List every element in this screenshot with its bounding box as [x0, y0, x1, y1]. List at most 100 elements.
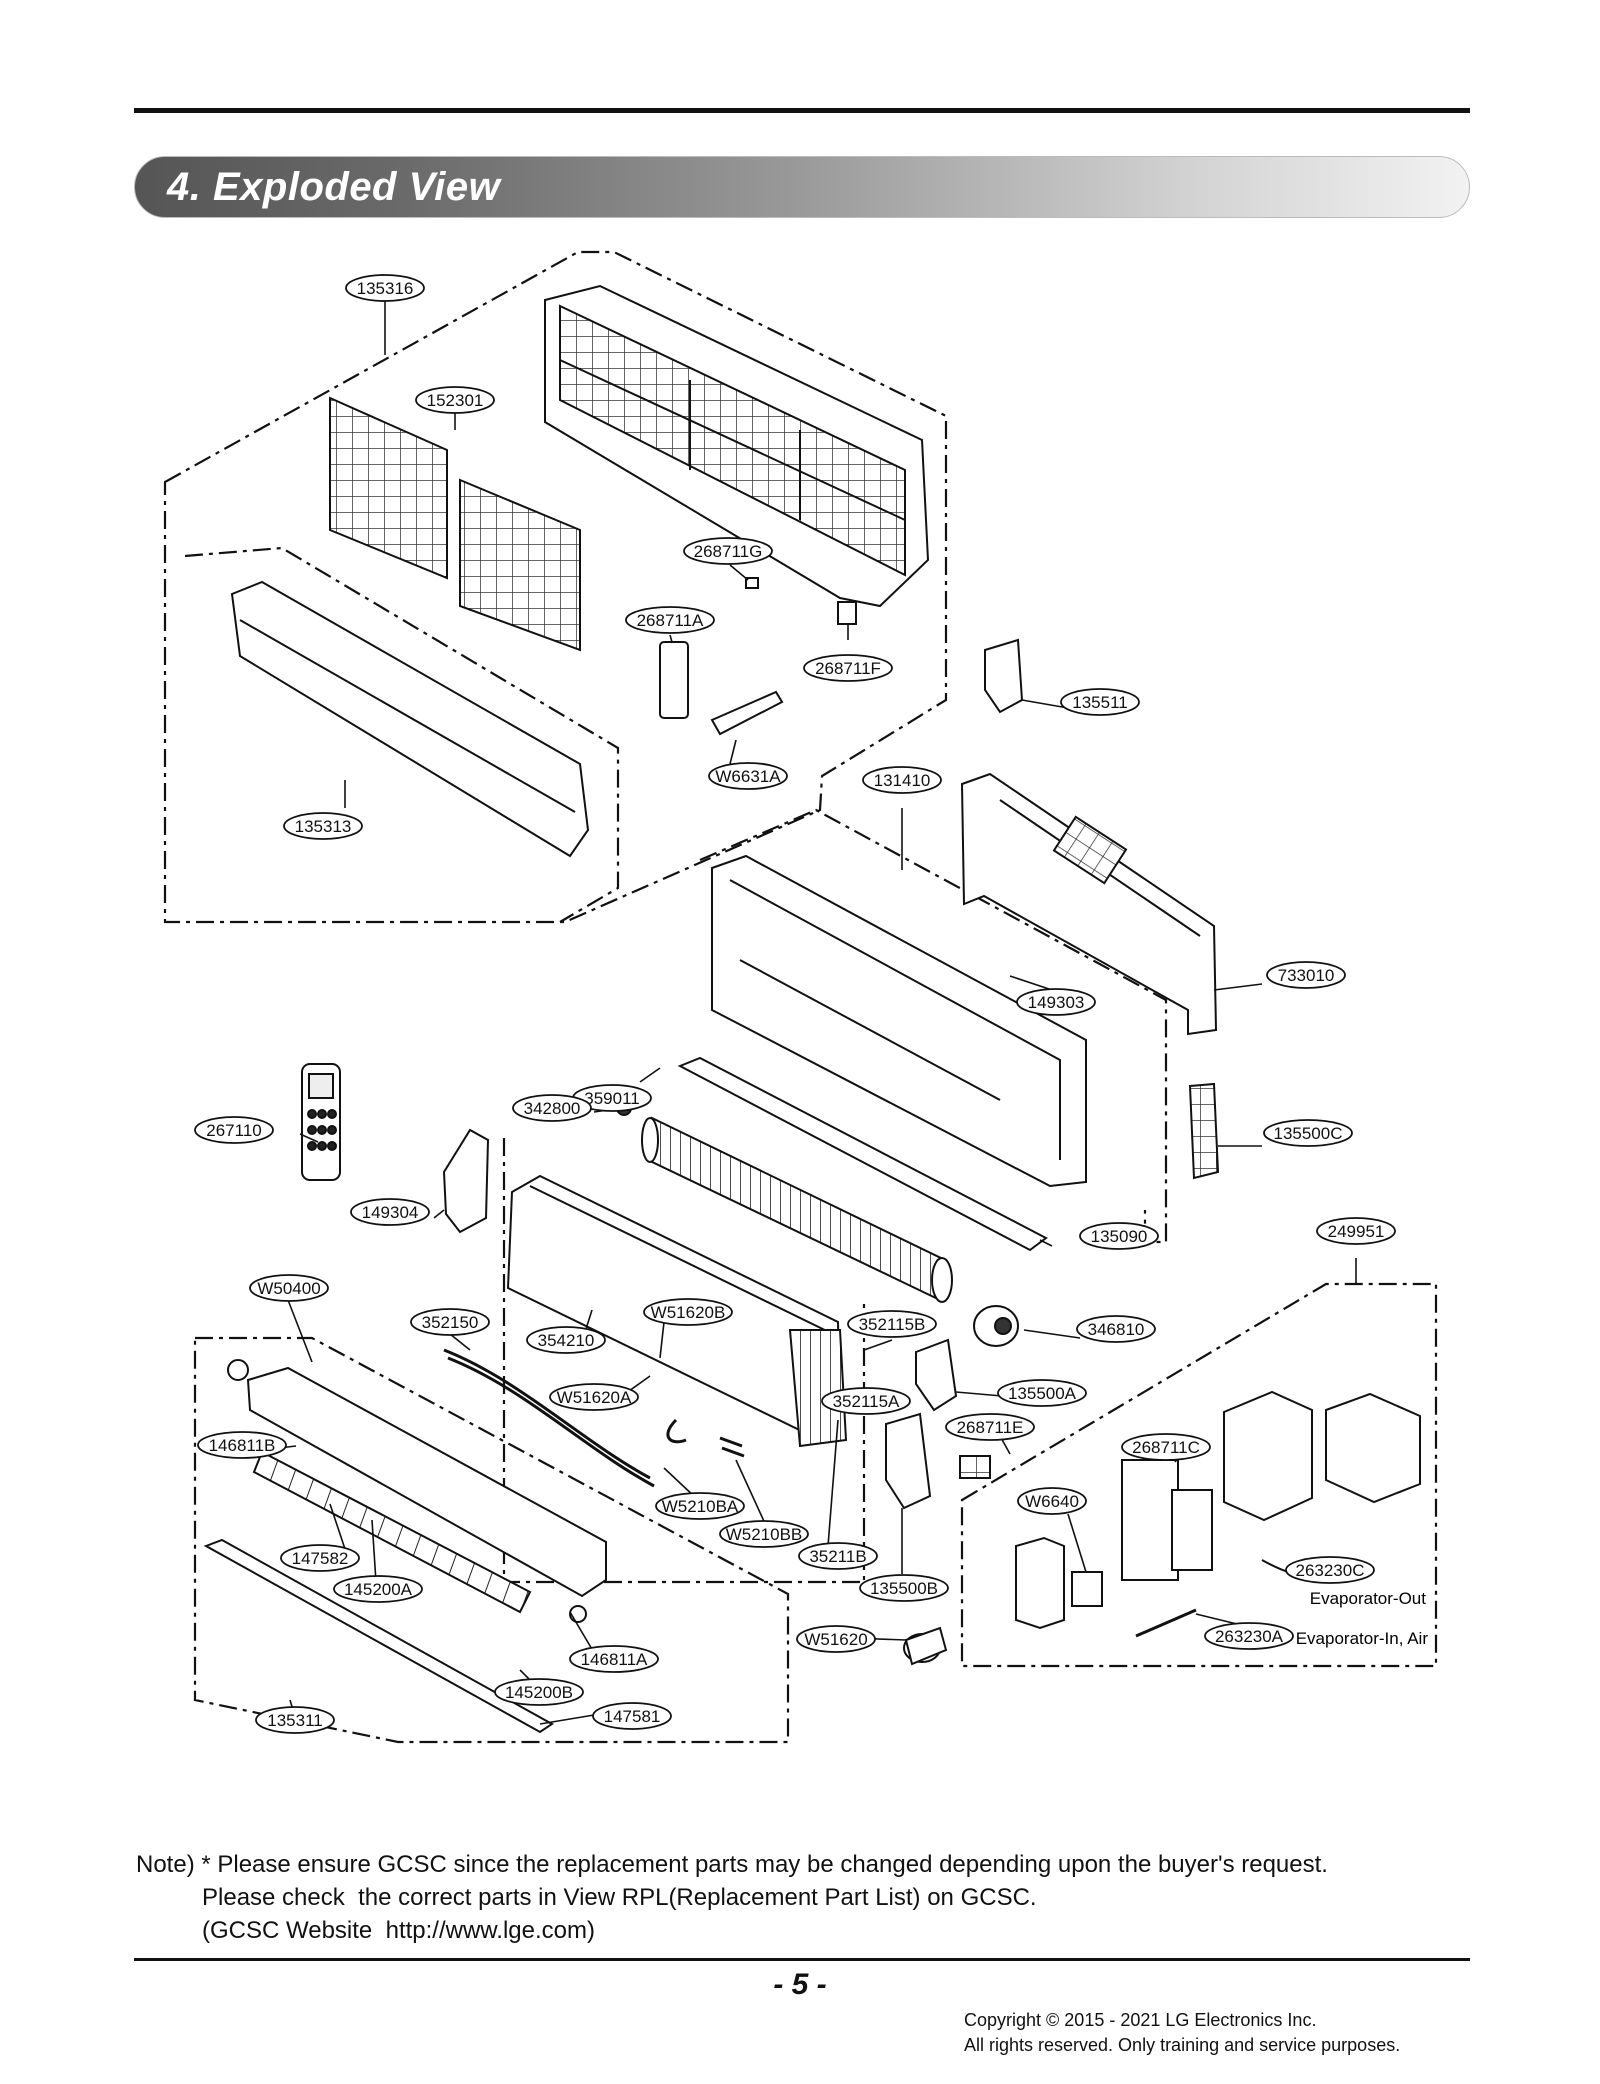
part-label: 135316 — [345, 274, 425, 302]
part-label: 249951 — [1316, 1217, 1396, 1245]
part-label: W5210BA — [655, 1492, 745, 1520]
part-label: 147582 — [280, 1544, 360, 1572]
part-label: 359011 — [572, 1084, 652, 1112]
part-label-oval — [803, 654, 893, 682]
part-label-oval — [1079, 1222, 1159, 1250]
part-label: 354210 — [526, 1326, 606, 1354]
part-label-oval — [194, 1116, 274, 1144]
part-label-oval — [1121, 1433, 1211, 1461]
part-label-oval — [526, 1326, 606, 1354]
copyright-line-1: Copyright © 2015 - 2021 LG Electronics I… — [964, 2010, 1317, 2030]
part-label-text: W5210BB — [726, 1525, 803, 1544]
part-label: 147581 — [592, 1702, 672, 1730]
chassis-drawing — [711, 854, 1087, 1188]
part-label-text: 268711F — [815, 659, 881, 678]
part-label-text: 147581 — [604, 1707, 661, 1726]
part-label-oval — [655, 1492, 745, 1520]
part-label: 268711G — [683, 537, 773, 565]
part-label-text: 268711G — [694, 542, 763, 561]
part-label: 135313 — [283, 812, 363, 840]
part-label: W6631A — [708, 762, 788, 790]
part-label-text: 268711A — [637, 611, 704, 630]
remote-control-drawing — [301, 1063, 341, 1181]
part-label-text: W6631A — [715, 767, 781, 786]
part-label: 135090 — [1079, 1222, 1159, 1250]
part-label-oval — [859, 1574, 949, 1602]
part-label-text: 35211B — [809, 1547, 866, 1566]
part-label-text: 267110 — [206, 1121, 261, 1140]
part-label-oval — [197, 1431, 287, 1459]
copyright-line-2: All rights reserved. Only training and s… — [964, 2035, 1401, 2055]
part-label-oval — [512, 1094, 592, 1122]
part-label-text: 263230A — [1215, 1627, 1284, 1646]
part-label: 149304 — [350, 1198, 430, 1226]
annotation-evaporator-out: Evaporator-Out — [1310, 1589, 1426, 1608]
group-boundary-electrical — [960, 1282, 1438, 1668]
electrical-box-drawing — [903, 1390, 1421, 1666]
part-label-text: 131410 — [874, 771, 931, 790]
part-label: 352115B — [847, 1310, 937, 1338]
front-panel-drawing — [230, 580, 590, 858]
part-label-oval — [997, 1379, 1087, 1407]
part-label-text: 135511 — [1072, 693, 1127, 712]
part-label-text: W6640 — [1025, 1492, 1079, 1511]
part-label-text: 146811B — [209, 1436, 276, 1455]
part-label: 131410 — [862, 766, 942, 794]
part-label: 135511 — [1060, 688, 1140, 716]
part-label-oval — [1076, 1315, 1156, 1343]
part-label-text: 352115B — [859, 1315, 926, 1334]
part-label-text: 354210 — [538, 1331, 595, 1350]
part-label: 146811A — [569, 1645, 659, 1673]
part-label-text: 145200A — [344, 1580, 413, 1599]
part-label-oval — [255, 1706, 335, 1734]
part-label-oval — [350, 1198, 430, 1226]
part-label: 268711A — [625, 606, 715, 634]
part-label-oval — [280, 1544, 360, 1572]
part-label-oval — [1017, 1487, 1087, 1515]
part-label: 342800 — [512, 1094, 592, 1122]
exploded-view-diagram: 135316 152301 268711G 268711A 268711F 135511W… — [163, 250, 1438, 1744]
part-label-text: 733010 — [1278, 966, 1335, 985]
part-label-oval — [249, 1274, 329, 1302]
part-label: 146811B — [197, 1431, 287, 1459]
part-label-text: 268711E — [957, 1418, 1024, 1437]
part-label-text: W51620A — [557, 1388, 632, 1407]
page-number: - 5 - — [773, 1968, 827, 2001]
part-label-oval — [1266, 961, 1346, 989]
section-banner: 4. Exploded View — [134, 156, 1470, 218]
part-label-oval — [847, 1310, 937, 1338]
part-label-oval — [796, 1625, 876, 1653]
part-label: W51620A — [549, 1383, 639, 1411]
part-label: 268711E — [945, 1413, 1035, 1441]
part-label: 263230C — [1285, 1556, 1375, 1584]
part-label-oval — [821, 1387, 911, 1415]
part-label: 346810 — [1076, 1315, 1156, 1343]
part-label: W51620 — [796, 1625, 876, 1653]
part-label-oval — [625, 606, 715, 634]
part-label-text: 145200B — [505, 1683, 573, 1702]
part-label-oval — [945, 1413, 1035, 1441]
part-label-text: 249951 — [1328, 1222, 1385, 1241]
part-label-text: 135316 — [357, 279, 414, 298]
part-label-oval — [569, 1645, 659, 1673]
part-label-text: 149304 — [362, 1203, 419, 1222]
part-label-text: 135313 — [295, 817, 352, 836]
vane-bar-drawing — [677, 1056, 1048, 1252]
part-label-oval — [283, 812, 363, 840]
part-label-oval — [1285, 1556, 1375, 1584]
part-labels: 135316 152301 268711G 268711A 268711F 135511W… — [194, 274, 1396, 1734]
group-boundary-panel-front — [184, 546, 620, 923]
annotation-evaporator-in-air: Evaporator-In, Air — [1296, 1629, 1429, 1648]
part-label: W6640 — [1017, 1487, 1087, 1515]
bottom-rule — [134, 1958, 1470, 1961]
part-label-text: 149303 — [1028, 993, 1085, 1012]
part-label: 152301 — [415, 386, 495, 414]
part-label: W50400 — [249, 1274, 329, 1302]
part-label-text: 352150 — [422, 1313, 479, 1332]
part-label-oval — [798, 1542, 878, 1570]
part-label-text: W5210BA — [662, 1497, 739, 1516]
part-label-oval — [643, 1298, 733, 1326]
part-label: 149303 — [1016, 988, 1096, 1016]
part-label: 135500B — [859, 1574, 949, 1602]
part-label-text: W51620B — [651, 1303, 726, 1322]
